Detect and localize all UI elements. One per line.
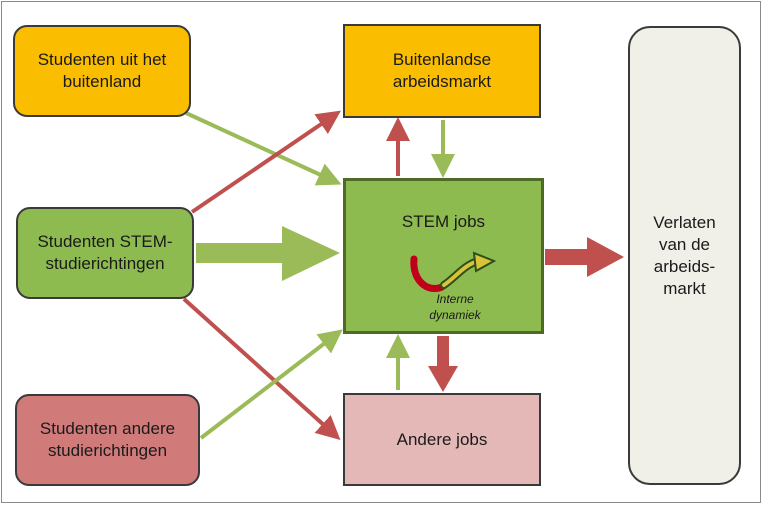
arrow-stem-to-leave [545, 237, 624, 277]
arrow-stem-to-otherjobs [428, 336, 458, 392]
node-foreign-market-label: Buitenlandse arbeidsmarkt [392, 50, 492, 91]
node-stem-jobs: STEM jobs Interne dynamiek [343, 178, 544, 334]
internal-dynamics-icon [410, 251, 497, 292]
node-students-other: Studenten andere studierichtingen [15, 394, 200, 486]
node-other-jobs: Andere jobs [343, 393, 541, 486]
node-students-stem-label: Studenten STEM- studierichtingen [37, 232, 173, 273]
arrow-stemstudents-to-foreign [190, 110, 341, 214]
node-other-jobs-label: Andere jobs [396, 429, 488, 449]
node-students-abroad: Studenten uit het buitenland [13, 25, 191, 117]
arrow-stemstudents-to-other [182, 297, 341, 441]
internal-dynamics-label: Interne dynamiek [429, 292, 481, 322]
arrow-abroad-to-stem [185, 111, 342, 186]
node-students-other-label: Studenten andere studierichtingen [39, 419, 176, 460]
node-leave-market: Verlaten van de arbeids- markt [628, 26, 741, 485]
arrow-otherstudents-to-stem [199, 329, 343, 440]
node-leave-market-label: Verlaten van de arbeids- markt [653, 212, 716, 298]
node-students-abroad-label: Studenten uit het buitenland [37, 50, 167, 91]
arrow-stemstudents-to-stem [196, 226, 340, 281]
node-foreign-market: Buitenlandse arbeidsmarkt [343, 24, 541, 118]
node-stem-jobs-label: STEM jobs [401, 212, 486, 231]
node-students-stem: Studenten STEM- studierichtingen [16, 207, 194, 299]
